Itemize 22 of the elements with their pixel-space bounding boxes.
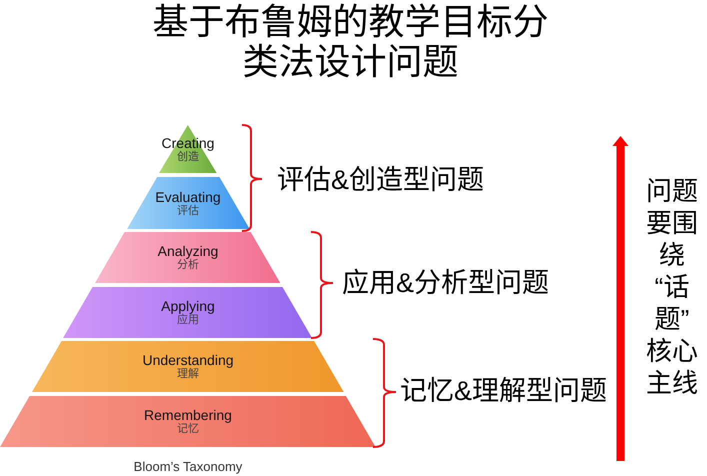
- tier-name: Analyzing: [158, 243, 218, 259]
- tier-name: Applying: [161, 298, 215, 314]
- pyramid-tier: [0, 396, 376, 447]
- caption: Bloom’s Taxonomy: [134, 459, 242, 474]
- tier-name-translation: 分析: [176, 259, 199, 272]
- bracket-label: 记忆&理解型问题: [400, 375, 608, 407]
- tier-name: Evaluating: [155, 188, 221, 204]
- pyramid-tier: [32, 341, 344, 392]
- bracket-label: 评估&创造型问题: [277, 164, 484, 196]
- side-note: 问题要围绕“话题”核心主线: [645, 175, 699, 399]
- tier-name-translation: 评估: [176, 204, 199, 218]
- pyramid-tier: [126, 177, 250, 229]
- tier-name-translation: 理解: [176, 368, 199, 381]
- tier-name-translation: 应用: [176, 314, 199, 327]
- tier-name-translation: 记忆: [176, 423, 199, 436]
- tier-name: Remembering: [144, 407, 232, 423]
- title: 基于布鲁姆的教学目标分类法设计问题: [152, 2, 550, 82]
- tier-name: Understanding: [142, 352, 234, 368]
- pyramid-tier: [95, 232, 281, 283]
- bracket-label: 应用&分析型问题: [342, 267, 550, 299]
- tier-name-translation: 创造: [176, 150, 199, 164]
- pyramid-tier: [63, 287, 313, 338]
